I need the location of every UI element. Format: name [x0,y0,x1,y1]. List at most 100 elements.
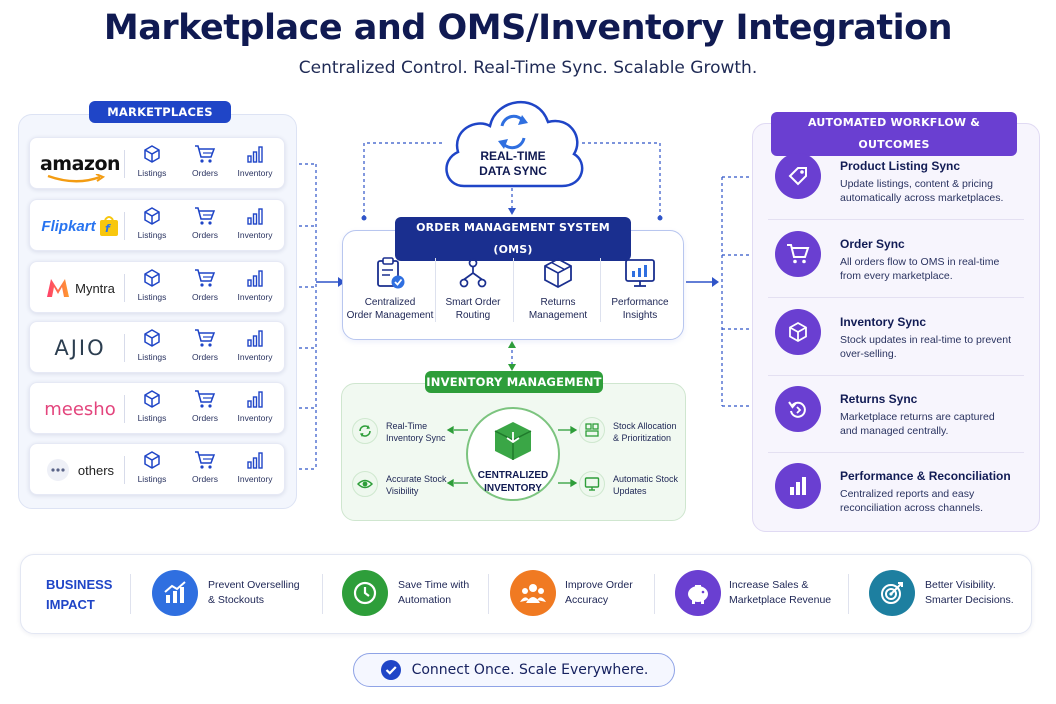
marketplace-logo: amazon [38,138,122,190]
marketplaces-label: MARKETPLACES [89,101,231,123]
marketplace-item-label: Orders [192,168,218,178]
box-badge [775,309,821,355]
inventory-item-updates: Automatic Stock Updates [613,473,678,497]
routing-icon [459,258,487,288]
inventory-item-visibility: Accurate Stock Visibility [386,473,447,497]
marketplace-name: amazon [39,153,121,175]
outcome-title: Order Sync [840,237,905,251]
marketplace-listings: Listings [127,389,177,423]
marketplace-item-label: Listings [137,292,167,302]
check-circle-icon [380,660,401,680]
meesho-logo: meesho [44,399,115,420]
impact-item: Better Visibility.Smarter Decisions. [925,578,1014,608]
inventory-center-line2: INVENTORY [484,483,542,494]
oms-item-routing: Smart Order Routing [427,256,519,322]
allocation-icon [579,417,605,443]
bar-chart-icon [787,475,809,497]
marketplace-divider [124,150,125,178]
marketplace-item-label: Orders [192,230,218,240]
inventory-item-line1: Accurate Stock [386,474,447,484]
oms-item-line2: Management [528,310,588,321]
marketplace-logo: meesho [38,383,122,435]
impact-line2: Automation [398,594,452,606]
oms-item-line1: Returns [540,297,576,308]
box-icon [144,269,160,287]
outcome-divider [768,219,1024,220]
clipboard-check-icon [377,257,405,289]
bar-chart-icon [247,330,263,347]
inventory-item-line1: Automatic Stock [613,474,679,484]
impact-divider [488,574,489,614]
inventory-item-line2: Inventory Sync [386,433,446,443]
others-logo: others [46,458,114,482]
impact-item: Prevent Overselling& Stockouts [208,578,300,608]
footer-banner: Connect Once. Scale Everywhere. [353,653,675,687]
impact-line2: Accuracy [565,594,609,606]
inventory-item-line2: & Prioritization [613,433,672,443]
marketplace-name: Flipkart [41,217,96,235]
bar-chart-icon [247,452,263,469]
marketplace-item-label: Orders [192,352,218,362]
marketplace-divider [124,334,125,362]
marketplace-listings: Listings [127,328,177,362]
marketplace-item-label: Inventory [237,352,273,362]
inventory-item-line2: Visibility [386,486,419,496]
oms-divider [600,258,601,322]
oms-item-performance: Performance Insights [594,256,686,322]
impact-item: Increase Sales &Marketplace Revenue [729,578,831,608]
outcome-desc-1: Centralized reports and easy [840,488,975,500]
piggy-bank-icon [684,581,712,605]
clock-icon [352,580,378,606]
outcome-desc-2: reconciliation across channels. [840,502,983,514]
marketplace-name: meesho [44,398,116,420]
outcome-desc-1: Stock updates in real-time to prevent [840,334,1012,346]
impact-line1: Better Visibility. [925,579,996,591]
marketplace-item-label: Listings [137,352,167,362]
inventory-label: INVENTORY MANAGEMENT [425,371,603,393]
oms-divider [435,258,436,322]
marketplace-name: Myntra [75,280,115,296]
outcome-title: Returns Sync [840,392,918,406]
cart-badge [775,231,821,277]
impact-badge [152,570,198,616]
impact-badge [675,570,721,616]
box-icon [144,207,160,225]
marketplace-item-label: Inventory [237,230,273,240]
outcome-desc-1: Marketplace returns are captured [840,411,995,423]
impact-divider [322,574,323,614]
impact-badge [869,570,915,616]
package-icon [544,257,572,289]
cart-icon [195,269,216,287]
outcome-desc-2: from every marketplace. [840,270,953,282]
marketplace-orders: Orders [180,328,230,362]
impact-label-1: BUSINESS [46,577,113,592]
page-subtitle: Centralized Control. Real-Time Sync. Sca… [298,58,758,78]
outcome-desc-2: and managed centrally. [840,425,949,437]
marketplace-item-label: Listings [137,474,167,484]
marketplace-divider [124,456,125,484]
outcome-title: Product Listing Sync [840,159,961,173]
marketplace-orders: Orders [180,206,230,240]
monitor-icon [579,471,605,497]
marketplace-inventory: Inventory [230,450,280,484]
tag-badge [775,153,821,199]
marketplace-orders: Orders [180,450,230,484]
impact-line1: Improve Order [565,579,633,591]
oms-item-line1: Centralized [364,297,416,308]
inventory-center-line1: CENTRALIZED [477,470,549,481]
myntra-logo: Myntra [45,277,115,299]
sync-label-2: DATA SYNC [479,164,547,178]
cube-icon [494,422,532,460]
ajio-logo: AJIO [54,336,105,360]
inventory-item-sync: Real-Time Inventory Sync [386,420,446,444]
marketplace-row[interactable]: AJIO Listings Orders Inventory [29,321,285,373]
